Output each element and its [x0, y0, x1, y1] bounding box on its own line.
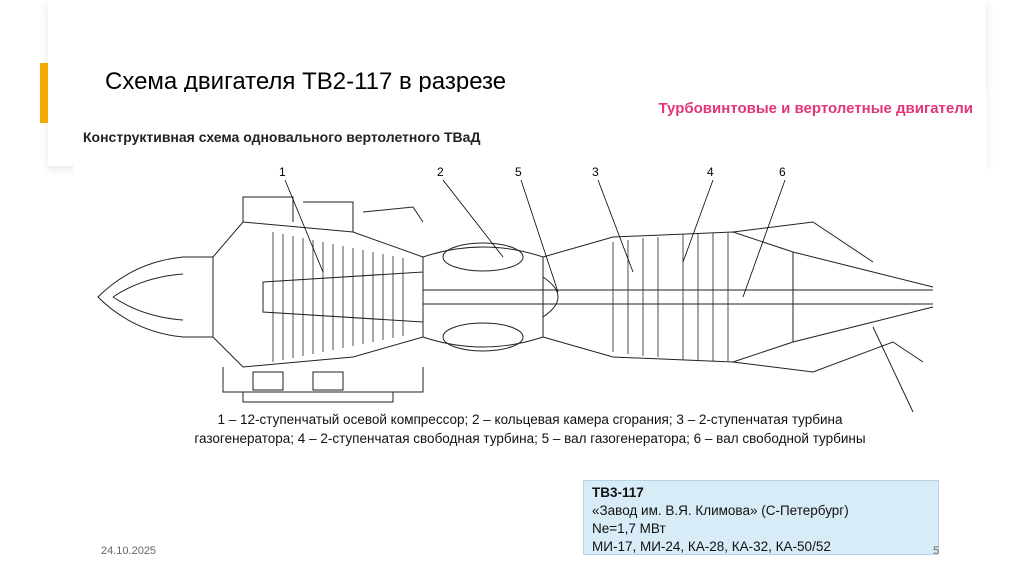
accent-bar [40, 63, 48, 123]
part-label-1: 1 [279, 165, 286, 179]
figure-caption-line1: 1 – 12-ступенчатый осевой компрессор; 2 … [217, 412, 843, 427]
figure-caption-line2: газогенератора; 4 – 2-ступенчатая свобод… [194, 431, 866, 446]
slide-title: Схема двигателя ТВ2-117 в разрезе [105, 68, 507, 95]
figure-header-category: Турбовинтовые и вертолетные двигатели [658, 100, 973, 117]
info-helicopters: МИ-17, МИ-24, КА-28, КА-32, КА-50/52 [592, 539, 831, 554]
info-model: ТВ3-117 [592, 485, 644, 500]
engine-figure: Турбовинтовые и вертолетные двигатели Ко… [73, 92, 987, 562]
info-power: Ne=1,7 МВт [592, 521, 666, 536]
engine-cross-section-drawing: 1 2 5 3 4 6 [97, 165, 934, 412]
info-manufacturer: «Завод им. В.Я. Климова» (С-Петербург) [592, 503, 849, 518]
footer-date: 24.10.2025 [101, 545, 157, 557]
part-label-3: 3 [592, 165, 599, 179]
part-label-2: 2 [437, 165, 444, 179]
footer-page-number: 5 [933, 545, 940, 557]
figure-header-title: Конструктивная схема одновального вертол… [83, 129, 481, 145]
engine-info-box: ТВ3-117 «Завод им. В.Я. Климова» (С-Пете… [583, 480, 939, 555]
part-label-6: 6 [779, 165, 786, 179]
part-label-4: 4 [707, 165, 714, 179]
part-label-5: 5 [515, 165, 522, 179]
